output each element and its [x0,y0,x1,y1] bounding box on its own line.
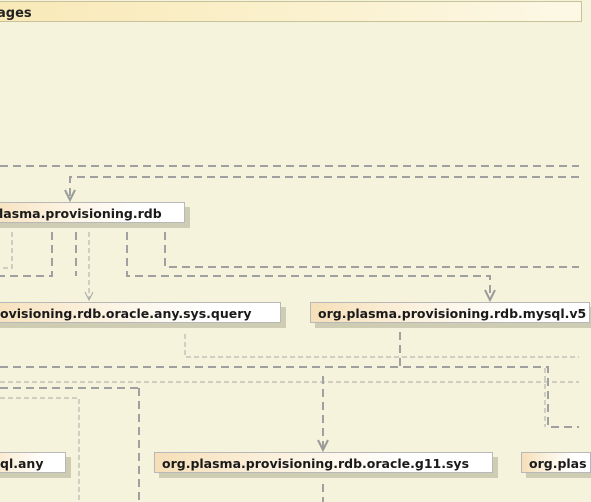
package-label: org.plasma.provisioning.rdb.mysql.v5 [318,306,587,321]
edge-thin-left-b [0,397,80,502]
edge-rdb-left-a [0,232,53,277]
package-oracle-g11-sys[interactable]: org.plasma.provisioning.rdb.oracle.g11.s… [154,452,493,473]
edge-thin-rdb-left [0,232,13,269]
arrowhead-g11 [317,439,329,453]
dependency-edges [0,165,579,502]
package-label: ovisioning.rdb.oracle.any.sys.query [0,306,252,321]
edge-long-horizontal [0,366,579,428]
package-rdb[interactable]: lasma.provisioning.rdb [0,202,185,223]
package-label: org.plas [529,456,587,471]
package-org-plas[interactable]: org.plas [521,452,591,473]
package-mysql-v5[interactable]: org.plasma.provisioning.rdb.mysql.v5 [310,302,590,323]
diagram-title-bar: ages [0,1,582,22]
package-label: lasma.provisioning.rdb [0,206,162,221]
edge-rdb-right [164,232,579,268]
arrowhead-mysql [484,289,496,303]
package-label: ql.any [0,456,44,471]
package-label: org.plasma.provisioning.rdb.oracle.g11.s… [162,456,470,471]
arrowhead-rdb [64,189,76,203]
edge-rdb-to-mysql [126,232,491,300]
package-ql-any[interactable]: ql.any [0,452,66,473]
arrowhead-query [84,291,94,302]
edge-thin-query-right [184,334,579,358]
edge-into-rdb [69,176,579,200]
diagram-title: ages [0,6,32,21]
package-oracle-any-sys-query[interactable]: ovisioning.rdb.oracle.any.sys.query [0,302,281,323]
